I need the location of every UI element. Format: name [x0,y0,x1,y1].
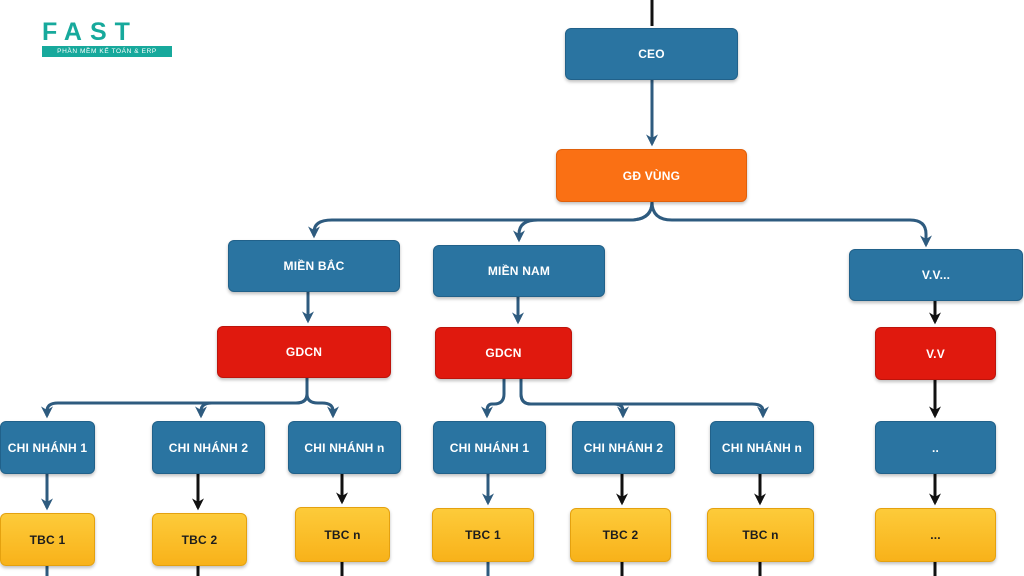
node-vv-branch: .. [875,421,996,474]
connector-gdvung-miennam [513,201,654,243]
node-mien-bac: MIỀN BẮC [228,240,400,292]
node-nam-tbc-n: TBC n [707,508,814,562]
node-nam-tbc-1: TBC 1 [432,508,534,562]
node-bac-chi-nhanh-1: CHI NHÁNH 1 [0,421,95,474]
node-nam-chi-nhanh-1: CHI NHÁNH 1 [433,421,546,474]
node-vv-manager: V.V [875,327,996,380]
node-bac-tbc-n: TBC n [295,507,390,562]
node-bac-chi-nhanh-n: CHI NHÁNH n [288,421,401,474]
connector-gdcnnam-cnn [519,379,769,419]
node-gdcn-bac: GDCN [217,326,391,378]
connector-gdcnbac-cnn [305,378,339,419]
node-gdcn-nam: GDCN [435,327,572,379]
connector-gdcnbac-cn1 [41,378,309,419]
connector-gdcnbac-cn2 [195,378,309,419]
node-bac-chi-nhanh-2: CHI NHÁNH 2 [152,421,265,474]
connector-gdcnnam-cn2 [519,379,629,419]
logo-tagline: PHẦN MỀM KẾ TOÁN & ERP [42,46,172,57]
connector-gdcnnam-cn1 [481,379,506,419]
node-bac-tbc-1: TBC 1 [0,513,95,566]
node-nam-tbc-2: TBC 2 [570,508,671,562]
node-mien-nam: MIỀN NAM [433,245,605,297]
node-vv-tbc: ... [875,508,996,562]
node-nam-chi-nhanh-n: CHI NHÁNH n [710,421,814,474]
node-nam-chi-nhanh-2: CHI NHÁNH 2 [572,421,675,474]
node-vv-region: V.V... [849,249,1023,301]
node-bac-tbc-2: TBC 2 [152,513,247,566]
logo-wordmark: FAST [42,18,138,46]
fast-logo: FAST PHẦN MỀM KẾ TOÁN & ERP [30,14,180,64]
node-ceo: CEO [565,28,738,80]
connector-gdvung-vv [650,201,932,248]
node-gd-vung: GĐ VÙNG [556,149,747,202]
